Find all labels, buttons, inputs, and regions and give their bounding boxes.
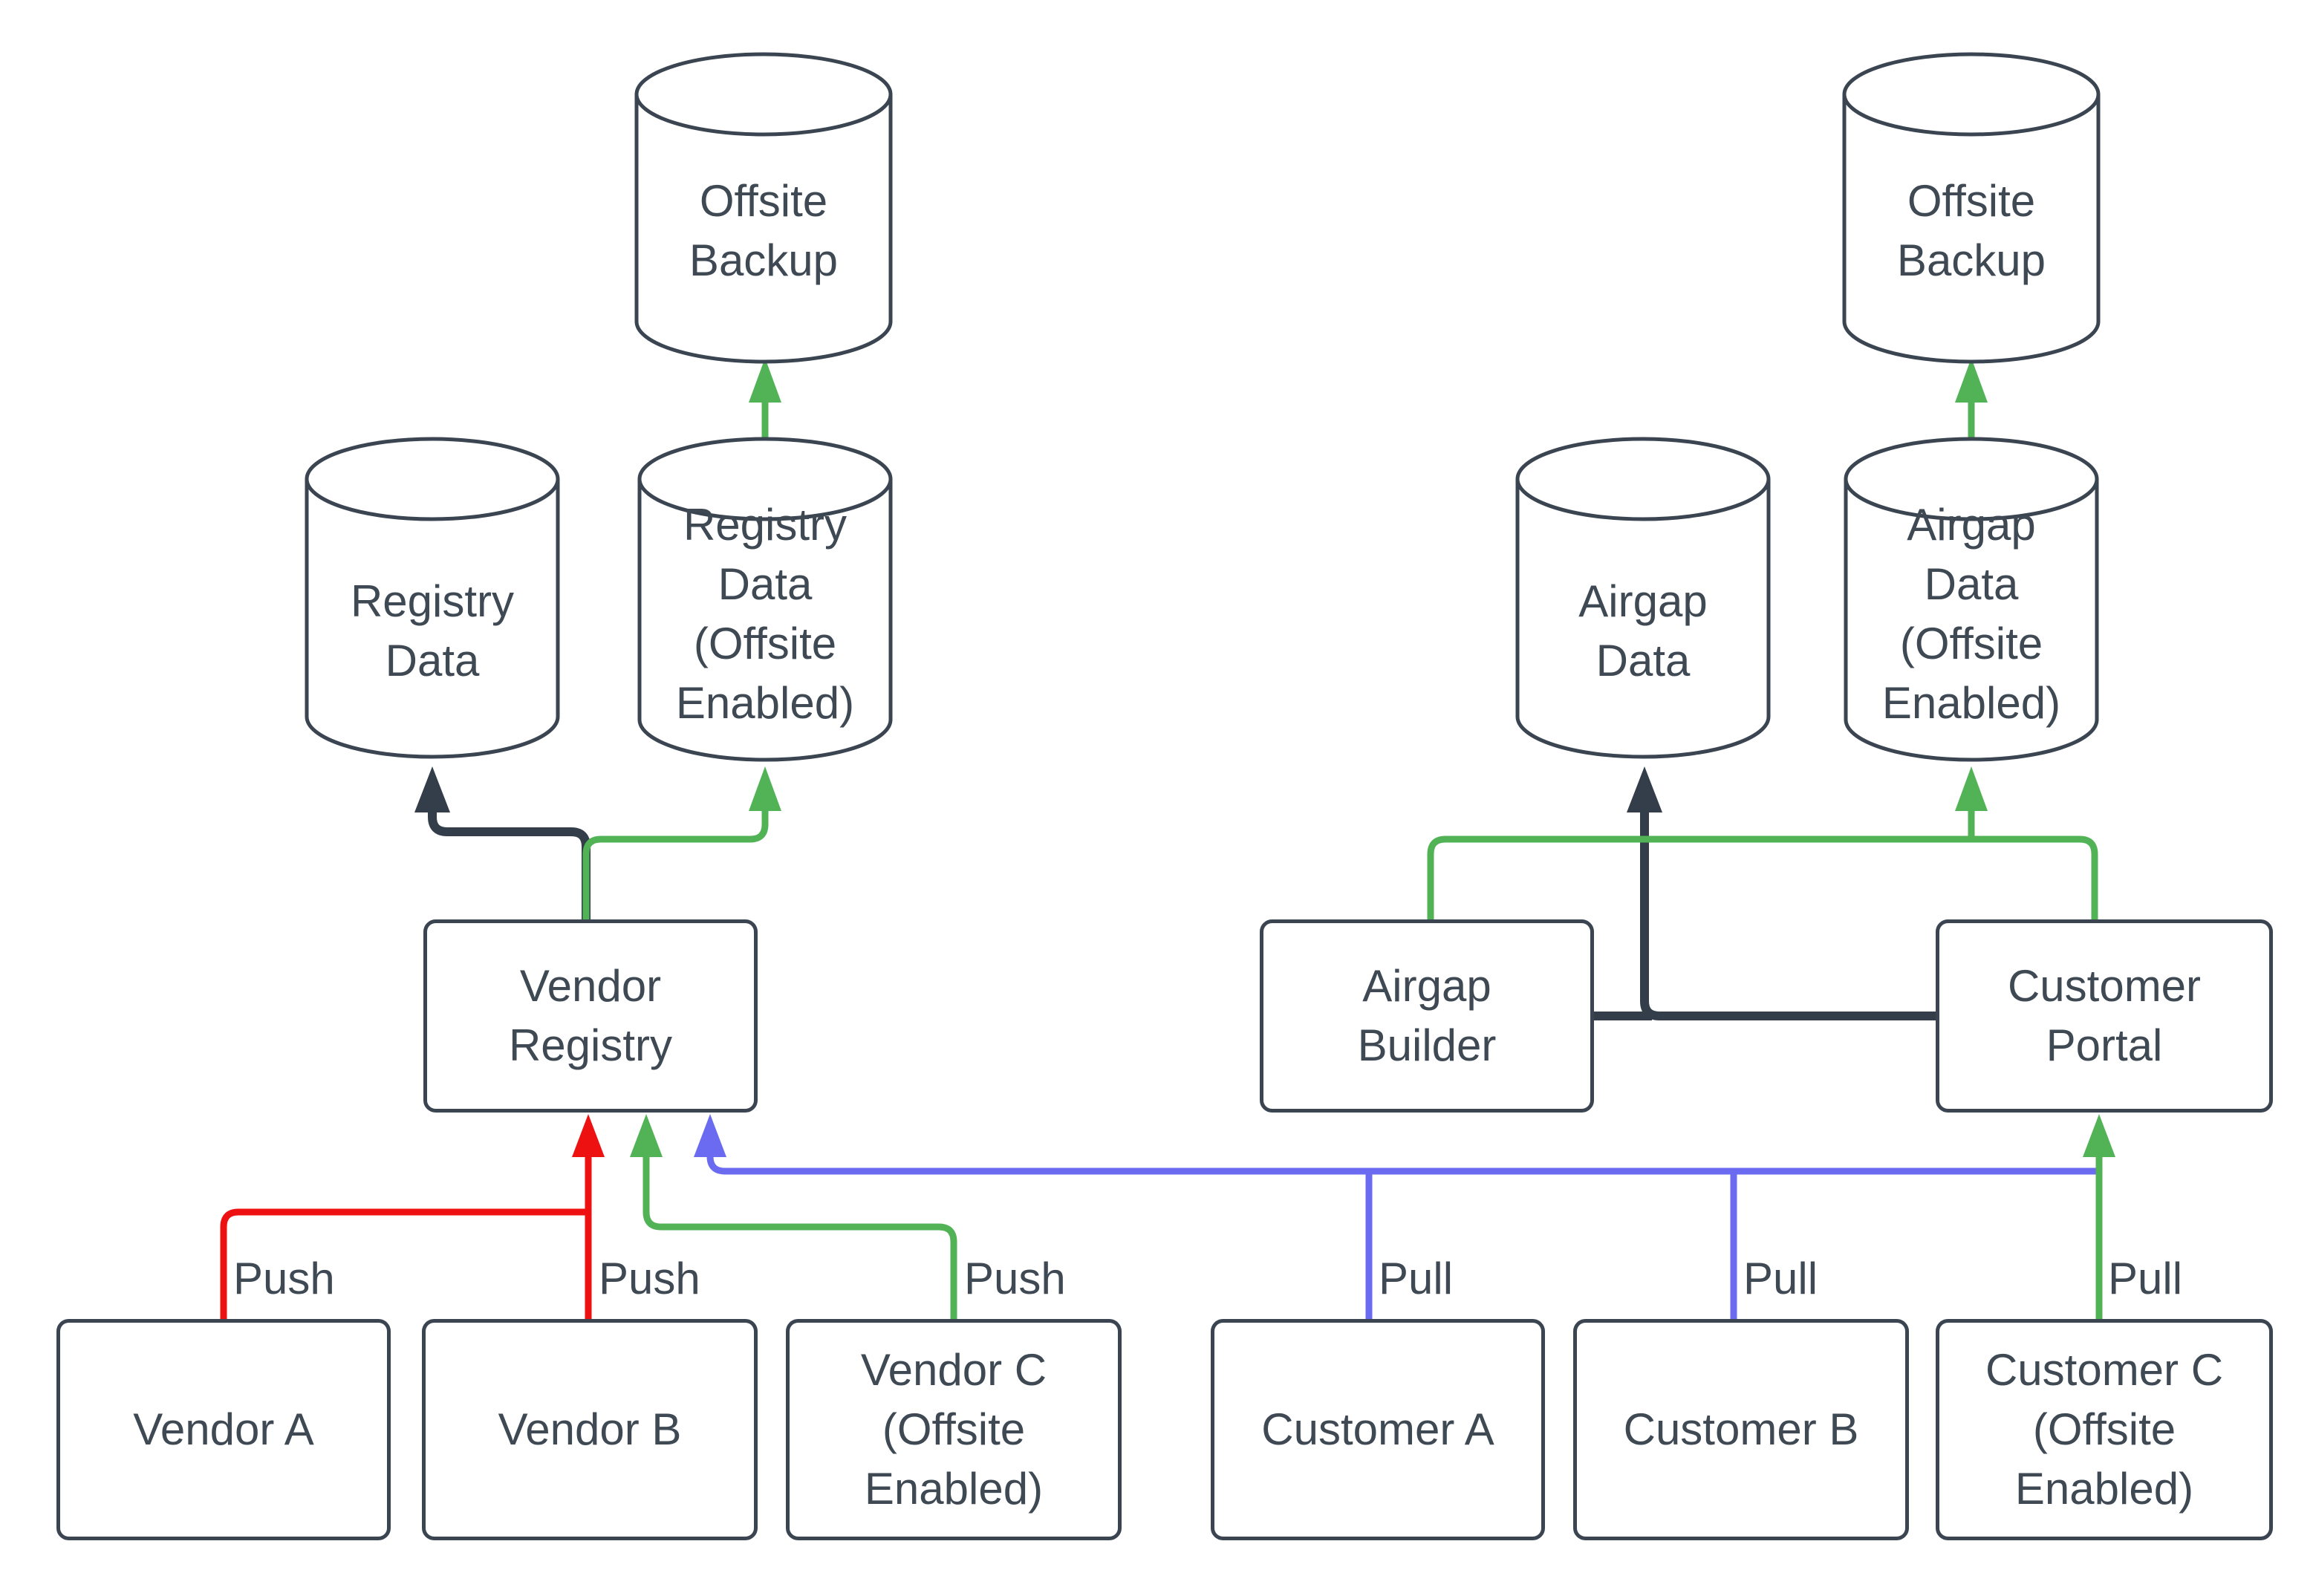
arrowhead-vendor-registry-red: [572, 1114, 605, 1157]
node-airgap-builder: Airgap Builder: [1260, 919, 1594, 1113]
rectangle-shape: [1573, 1319, 1909, 1540]
node-label: Vendor C (Offsite Enabled): [860, 1345, 1047, 1514]
rectangle-shape: [1936, 1319, 2273, 1540]
node-vendor-registry: Vendor Registry: [423, 919, 758, 1113]
arrowhead-airgap-data: [1627, 766, 1662, 812]
node-label: Customer Portal: [2007, 961, 2202, 1070]
cylinder-shape: [1842, 52, 2101, 364]
node-customer-b: Customer B: [1573, 1319, 1909, 1540]
edge-vendor-a-push: [220, 1208, 588, 1319]
edge-vendor-registry-to-registry-data: [428, 778, 591, 919]
edge-label-push-vendor-b: Push: [599, 1254, 700, 1303]
node-label: Registry Data (Offsite Enabled): [675, 500, 855, 728]
arrowhead-airgap-offsite: [1955, 766, 1988, 811]
node-customer-c: Customer C (Offsite Enabled): [1936, 1319, 2273, 1540]
rectangle-shape: [56, 1319, 391, 1540]
node-airgap-data: Airgap Data: [1515, 437, 1771, 759]
node-label: Airgap Data (Offsite Enabled): [1881, 500, 2061, 728]
node-vendor-c: Vendor C (Offsite Enabled): [786, 1319, 1122, 1540]
edge-label-pull-customer-c: Pull: [2108, 1254, 2183, 1303]
arrowhead-customer-portal: [2083, 1114, 2115, 1157]
node-airgap-data-offsite: Airgap Data (Offsite Enabled): [1844, 437, 2099, 762]
rectangle-shape: [1260, 919, 1594, 1113]
node-label: Offsite Backup: [1896, 176, 2046, 285]
node-label: Vendor Registry: [508, 961, 673, 1070]
edge-label-push-vendor-c: Push: [964, 1254, 1066, 1303]
rectangle-shape: [1936, 919, 2273, 1113]
node-customer-portal: Customer Portal: [1936, 919, 2273, 1113]
cylinder-shape: [305, 437, 560, 759]
rectangle-shape: [786, 1319, 1122, 1540]
node-registry-data-offsite: Registry Data (Offsite Enabled): [637, 437, 893, 762]
edge-builder-portal-to-airgap-offsite: [1427, 836, 2098, 919]
arrowhead-vendor-registry-green: [630, 1114, 663, 1157]
edge-vendor-c-push: [642, 1129, 957, 1319]
edge-customer-portal-to-airgap-data: [1640, 778, 1936, 1020]
node-vendor-b: Vendor B: [422, 1319, 758, 1540]
node-customer-a: Customer A: [1211, 1319, 1545, 1540]
edge-label-pull-customer-b: Pull: [1743, 1254, 1818, 1303]
node-label: Registry Data: [350, 576, 515, 685]
rectangle-shape: [422, 1319, 758, 1540]
arrowhead-offsite-backup-right: [1955, 358, 1988, 403]
node-label: Vendor A: [133, 1404, 314, 1454]
edge-label-pull-customer-a: Pull: [1379, 1254, 1454, 1303]
node-vendor-a: Vendor A: [56, 1319, 391, 1540]
node-registry-data: Registry Data: [305, 437, 560, 759]
cylinder-shape: [1515, 437, 1771, 759]
rectangle-shape: [423, 919, 758, 1113]
rectangle-shape: [1211, 1319, 1545, 1540]
arrowhead-vendor-registry-blue: [694, 1114, 726, 1157]
cylinder-shape: [1844, 437, 2099, 762]
edge-vendor-registry-to-registry-offsite: [582, 778, 769, 919]
arrowhead-offsite-backup-left: [749, 358, 781, 403]
node-label: Offsite Backup: [689, 176, 839, 285]
node-label: Airgap Data: [1578, 576, 1708, 685]
node-label: Customer A: [1261, 1404, 1494, 1454]
node-label: Airgap Builder: [1357, 961, 1497, 1070]
cylinder-shape: [634, 52, 893, 364]
arrowhead-registry-offsite: [749, 766, 781, 811]
arrowhead-registry-data: [414, 766, 450, 812]
node-offsite-backup-left: Offsite Backup: [634, 52, 893, 364]
cylinder-shape: [637, 437, 893, 762]
edge-label-push-vendor-a: Push: [233, 1254, 335, 1303]
node-offsite-backup-right: Offsite Backup: [1842, 52, 2101, 364]
node-label: Customer B: [1623, 1404, 1859, 1454]
edge-customers-pull-main: [706, 1153, 2099, 1175]
node-label: Vendor B: [498, 1404, 682, 1454]
node-label: Customer C (Offsite Enabled): [1985, 1345, 2224, 1514]
